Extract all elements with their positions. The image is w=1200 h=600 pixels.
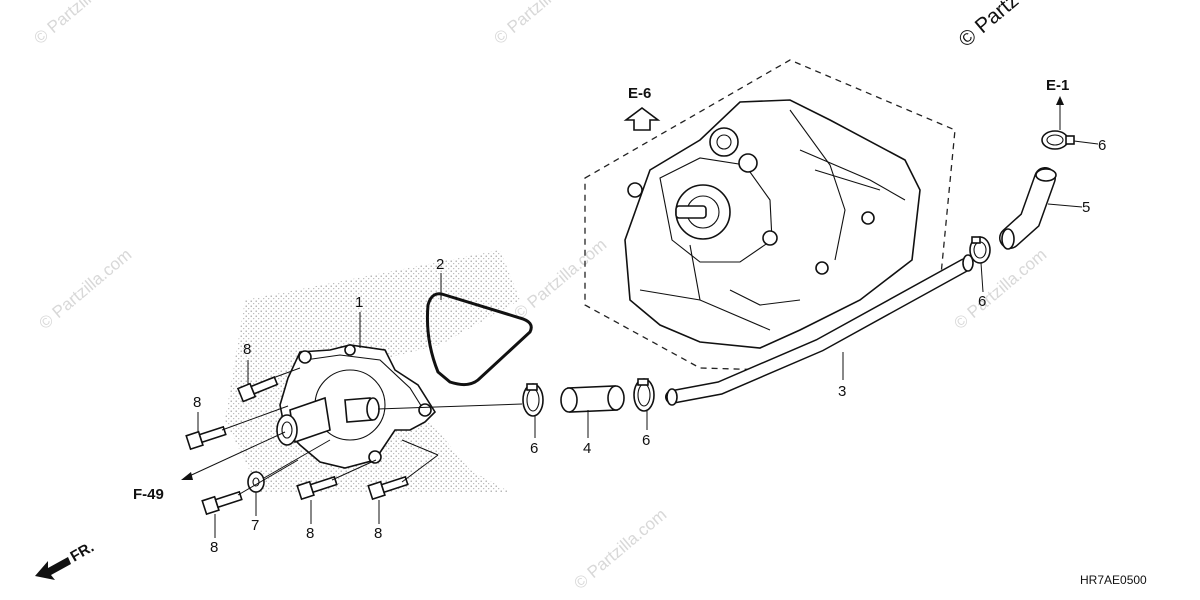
ref-e6-label: E-6 [628, 85, 651, 102]
front-direction-label: FR. [68, 539, 97, 566]
callout-8: 8 [306, 525, 314, 542]
callout-3: 3 [838, 383, 846, 400]
short-hose [560, 385, 625, 413]
leader-lines [197, 140, 1099, 538]
callout-8: 8 [193, 394, 201, 411]
ref-e1-label: E-1 [1046, 77, 1069, 94]
callout-8: 8 [374, 525, 382, 542]
watermark: © Partzilla.com [35, 245, 135, 333]
callout-6: 6 [978, 293, 986, 310]
copyright-corner: © Partz [954, 0, 1023, 52]
washer-hole [252, 477, 260, 487]
f49-arrow-line [184, 431, 286, 479]
callout-2: 2 [436, 256, 444, 273]
watermark: © Partzilla.com [490, 0, 590, 48]
up-arrow-icon [623, 107, 661, 131]
engine-reference-outline [584, 59, 956, 371]
front-direction-arrow-icon [35, 557, 71, 580]
watermark: © Partzilla.com [510, 235, 610, 323]
callout-8: 8 [243, 341, 251, 358]
callout-6: 6 [530, 440, 538, 457]
elbow-hose [999, 167, 1057, 250]
gasket-ring [425, 292, 533, 387]
callout-1: 1 [355, 294, 363, 311]
hose-clamps [522, 130, 1075, 417]
engine-crankcase [624, 99, 921, 349]
sealing-washer [247, 471, 265, 493]
callout-6: 6 [1098, 137, 1106, 154]
callout-8: 8 [210, 539, 218, 556]
watermark: © Partzilla.com [570, 505, 670, 593]
water-pump-cover [276, 344, 437, 469]
callout-numbers: 1 2 3 4 5 6 6 6 6 7 8 8 8 8 8 [193, 137, 1106, 556]
watermark: © Partzilla.com [30, 0, 130, 48]
bolts [185, 376, 409, 516]
diagram-code: HR7AE0500 [1080, 573, 1147, 587]
callout-6: 6 [642, 432, 650, 449]
callout-7: 7 [251, 517, 259, 534]
water-pipe [665, 254, 974, 406]
up-arrow-icon [1056, 96, 1064, 105]
callout-5: 5 [1082, 199, 1090, 216]
ref-f49-label: F-49 [133, 486, 164, 503]
f49-arrow-icon [181, 472, 193, 480]
callout-4: 4 [583, 440, 591, 457]
